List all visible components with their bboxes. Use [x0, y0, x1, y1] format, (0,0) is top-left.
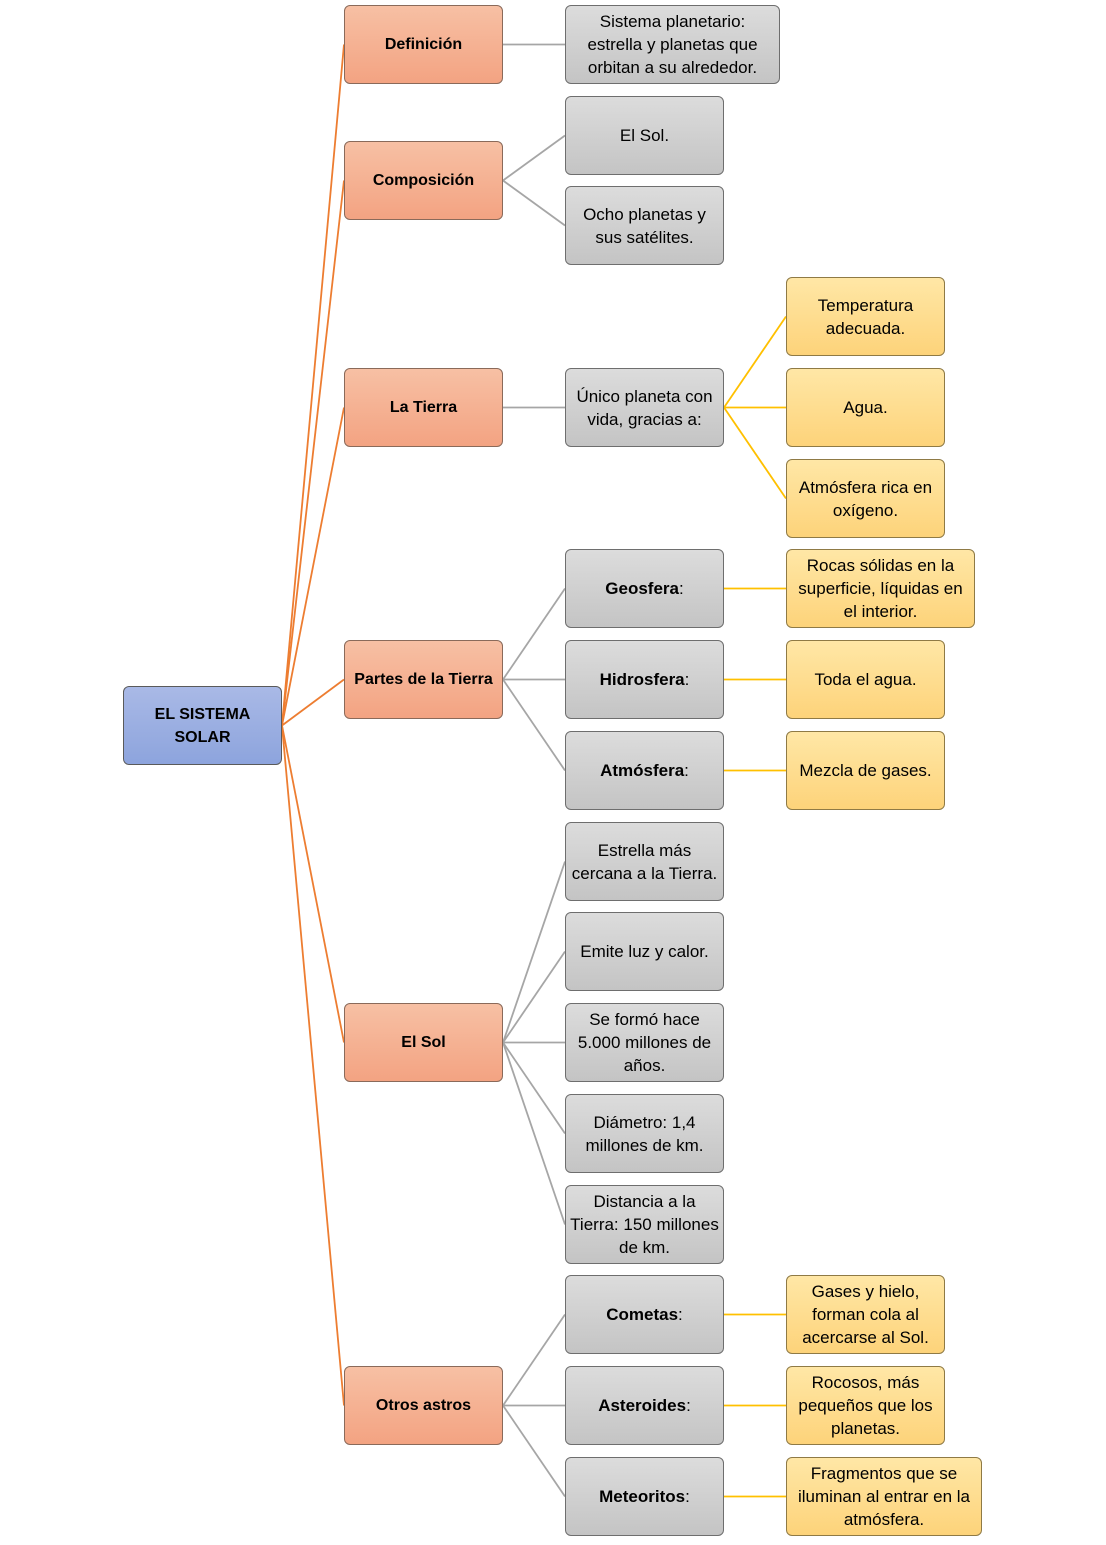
leaf-sol-diametro: Diámetro: 1,4 millones de km. [565, 1094, 724, 1173]
leaf-definicion-text: Sistema planetario: estrella y planetas … [565, 5, 780, 84]
leaf-connector [502, 179, 566, 227]
root-connector [281, 180, 345, 726]
detail-agua: Agua. [786, 368, 945, 447]
detail-geosfera: Rocas sólidas en la superficie, líquidas… [786, 549, 975, 628]
root-connector [281, 407, 345, 726]
leaf-meteoritos: Meteoritos: [565, 1457, 724, 1536]
leaf-sol-estrella: Estrella más cercana a la Tierra. [565, 822, 724, 901]
root-connector [281, 725, 345, 1043]
term-suffix: : [678, 1305, 683, 1324]
leaf-asteroides: Asteroides: [565, 1366, 724, 1445]
leaf-text: Ocho planetas y sus satélites. [583, 204, 706, 247]
root-label: EL SISTEMA SOLAR [154, 705, 251, 746]
leaf-sol-luz: Emite luz y calor. [565, 912, 724, 991]
branch-label: Otros astros [375, 1397, 472, 1414]
leaf-text: Único planeta con vida, gracias a: [576, 386, 713, 429]
detail-asteroides: Rocosos, más pequeños que los planetas. [786, 1366, 945, 1445]
detail-text: Toda el agua. [814, 670, 917, 689]
leaf-connector [502, 134, 566, 182]
leaf-text: Distancia a la Tierra: 150 millones de k… [570, 1192, 719, 1257]
detail-atmosfera-oxigeno: Atmósfera rica en oxígeno. [786, 459, 945, 538]
leaf-atmosfera: Atmósfera: [565, 731, 724, 810]
detail-hidrosfera: Toda el agua. [786, 640, 945, 719]
detail-text: Rocosos, más pequeños que los planetas. [798, 1373, 933, 1438]
term-label: Cometas [606, 1305, 679, 1324]
detail-meteoritos: Fragmentos que se iluminan al entrar en … [786, 1457, 982, 1536]
leaf-connector [502, 678, 566, 772]
term-label: Meteoritos [599, 1487, 686, 1506]
leaf-connector [502, 1404, 566, 1498]
branch-otros-astros: Otros astros [344, 1366, 503, 1445]
term-suffix: : [685, 1487, 690, 1506]
leaf-text: El Sol. [619, 126, 670, 145]
leaf-hidrosfera: Hidrosfera: [565, 640, 724, 719]
root-connector [281, 725, 345, 1406]
leaf-text: Emite luz y calor. [580, 942, 709, 961]
leaf-connector [502, 587, 566, 681]
term-suffix: : [684, 670, 690, 689]
leaf-composicion-planetas: Ocho planetas y sus satélites. [565, 186, 724, 265]
term-label: Hidrosfera [599, 670, 685, 689]
root-connector [281, 678, 345, 727]
detail-temperatura: Temperatura adecuada. [786, 277, 945, 356]
term-label: Asteroides [598, 1396, 687, 1415]
detail-text: Agua. [843, 398, 888, 417]
term-label: Atmósfera [600, 761, 685, 780]
root-connector [281, 44, 345, 726]
branch-el-sol: El Sol [344, 1003, 503, 1082]
leaf-tierra-vida: Único planeta con vida, gracias a: [565, 368, 724, 447]
detail-text: Gases y hielo, forman cola al acercarse … [802, 1282, 929, 1347]
term-suffix: : [684, 761, 689, 780]
leaf-sol-formacion: Se formó hace 5.000 millones de años. [565, 1003, 724, 1082]
term-label: Geosfera [605, 579, 679, 598]
leaf-connector [502, 950, 566, 1044]
detail-text: Temperatura adecuada. [817, 295, 914, 338]
branch-label: La Tierra [389, 399, 458, 416]
branch-partes-tierra: Partes de la Tierra [344, 640, 503, 719]
root-node: EL SISTEMA SOLAR [123, 686, 282, 765]
detail-text: Atmósfera rica en oxígeno. [798, 477, 933, 520]
detail-text: Rocas sólidas en la superficie, líquidas… [798, 556, 963, 621]
leaf-composicion-sol: El Sol. [565, 96, 724, 175]
detail-text: Fragmentos que se iluminan al entrar en … [798, 1464, 970, 1529]
branch-composicion: Composición [344, 141, 503, 220]
leaf-sol-distancia: Distancia a la Tierra: 150 millones de k… [565, 1185, 724, 1264]
branch-label: Partes de la Tierra [354, 671, 493, 688]
branch-la-tierra: La Tierra [344, 368, 503, 447]
branch-label: El Sol [401, 1034, 446, 1051]
detail-text: Mezcla de gases. [799, 761, 932, 780]
leaf-text: Sistema planetario: estrella y planetas … [587, 12, 758, 77]
branch-label: Definición [384, 36, 463, 53]
leaf-connector [502, 861, 566, 1043]
detail-atmosfera: Mezcla de gases. [786, 731, 945, 810]
detail-connector [723, 315, 787, 409]
leaf-text: Diámetro: 1,4 millones de km. [585, 1112, 704, 1155]
leaf-connector [502, 1042, 566, 1225]
term-suffix: : [678, 579, 684, 598]
leaf-text: Se formó hace 5.000 millones de años. [577, 1010, 712, 1075]
detail-cometas: Gases y hielo, forman cola al acercarse … [786, 1275, 945, 1354]
leaf-connector [502, 1313, 566, 1407]
leaf-cometas: Cometas: [565, 1275, 724, 1354]
branch-label: Composición [372, 172, 475, 189]
leaf-geosfera: Geosfera: [565, 549, 724, 628]
leaf-connector [502, 1041, 566, 1135]
leaf-text: Estrella más cercana a la Tierra. [571, 840, 718, 883]
detail-connector [723, 406, 787, 500]
term-suffix: : [686, 1396, 691, 1415]
branch-definicion: Definición [344, 5, 503, 84]
